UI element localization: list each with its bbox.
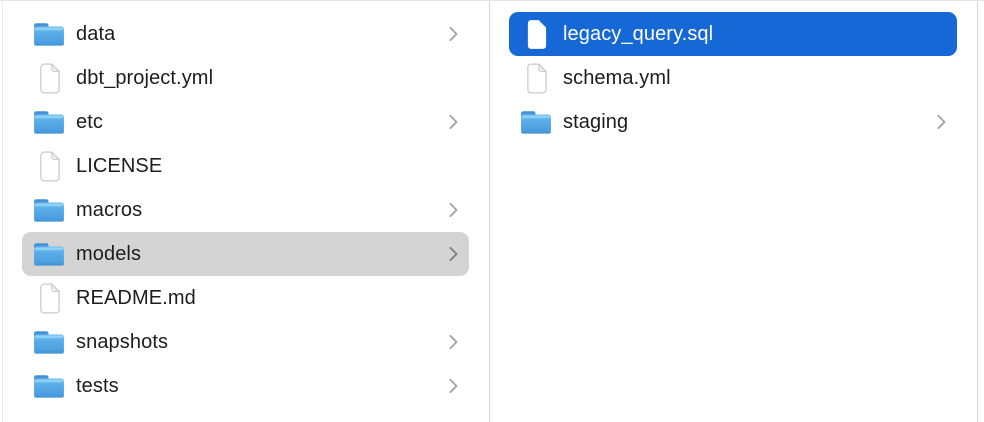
document-icon xyxy=(519,19,553,50)
chevron-right-icon xyxy=(448,245,459,263)
chevron-right-icon xyxy=(448,25,459,43)
folder-icon xyxy=(32,20,66,48)
chevron-right-icon xyxy=(448,201,459,219)
chevron-right-icon xyxy=(448,377,459,395)
file-column-right: legacy_query.sql schema.yml staging xyxy=(490,1,978,422)
list-item-dbt-project-yml[interactable]: dbt_project.yml xyxy=(22,56,469,100)
item-label: README.md xyxy=(76,286,196,309)
list-item-macros[interactable]: macros xyxy=(22,188,469,232)
list-item-snapshots[interactable]: snapshots xyxy=(22,320,469,364)
list-item-readme-md[interactable]: README.md xyxy=(22,276,469,320)
folder-icon xyxy=(32,372,66,400)
folder-icon xyxy=(519,108,553,136)
folder-icon xyxy=(32,108,66,136)
list-item-license[interactable]: LICENSE xyxy=(22,144,469,188)
folder-icon xyxy=(32,328,66,356)
document-icon xyxy=(32,151,66,182)
list-item-staging[interactable]: staging xyxy=(509,100,957,144)
file-column-left: data dbt_project.yml etc LICENSE macros … xyxy=(2,1,490,422)
item-label: legacy_query.sql xyxy=(563,22,714,45)
chevron-right-icon xyxy=(936,113,947,131)
document-icon xyxy=(32,283,66,314)
item-label: etc xyxy=(76,110,103,133)
item-label: staging xyxy=(563,110,629,133)
item-label: snapshots xyxy=(76,330,169,353)
list-item-models-selected[interactable]: models xyxy=(22,232,469,276)
folder-icon xyxy=(32,240,66,268)
list-item-schema-yml[interactable]: schema.yml xyxy=(509,56,957,100)
file-column-next-sliver xyxy=(978,1,984,422)
list-item-legacy-query-sql-selected[interactable]: legacy_query.sql xyxy=(509,12,957,56)
list-item-tests[interactable]: tests xyxy=(22,364,469,408)
item-label: models xyxy=(76,242,142,265)
list-item-data[interactable]: data xyxy=(22,12,469,56)
item-label: dbt_project.yml xyxy=(76,66,214,89)
document-icon xyxy=(32,63,66,94)
item-label: LICENSE xyxy=(76,154,163,177)
item-label: data xyxy=(76,22,116,45)
folder-icon xyxy=(32,196,66,224)
item-label: tests xyxy=(76,374,119,397)
item-label: schema.yml xyxy=(563,66,671,89)
chevron-right-icon xyxy=(448,333,459,351)
document-icon xyxy=(519,63,553,94)
list-item-etc[interactable]: etc xyxy=(22,100,469,144)
item-label: macros xyxy=(76,198,143,221)
chevron-right-icon xyxy=(448,113,459,131)
